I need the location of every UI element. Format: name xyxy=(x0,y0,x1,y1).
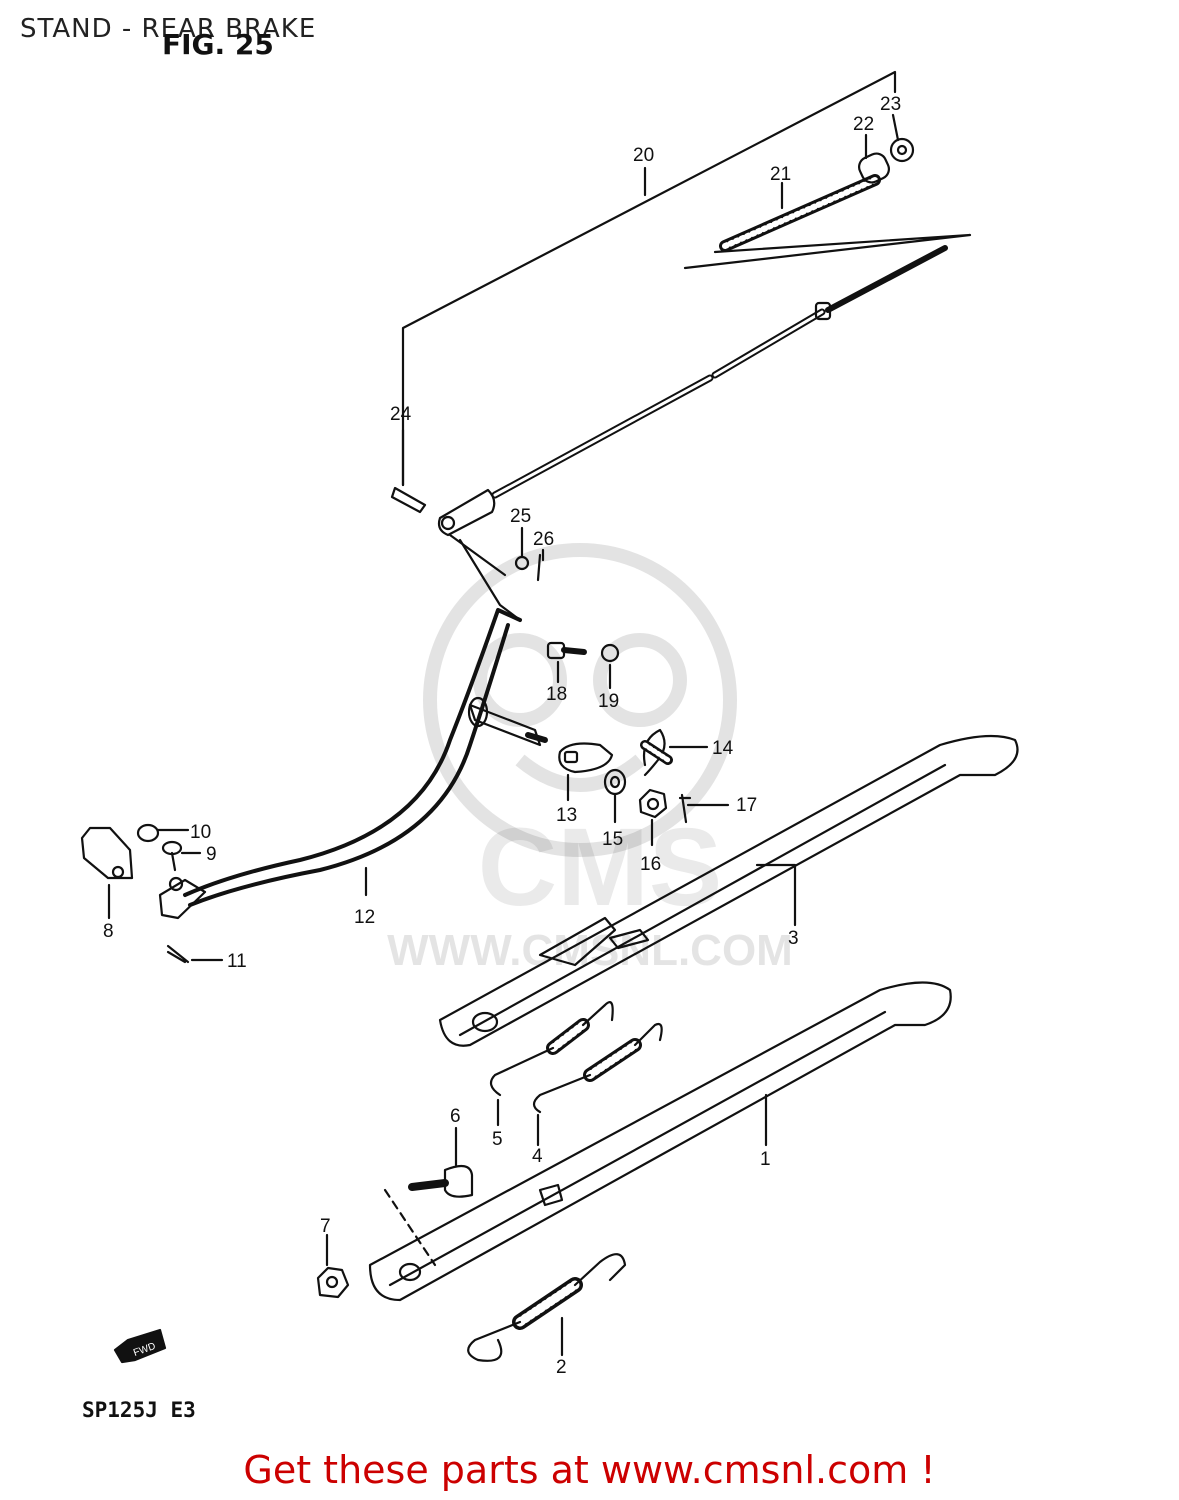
figure-number: FIG. 25 xyxy=(162,28,274,61)
promo-link[interactable]: Get these parts at www.cmsnl.com ! xyxy=(243,1448,936,1492)
callout-22: 22 xyxy=(853,114,874,135)
callout-8: 8 xyxy=(103,921,114,942)
callout-3: 3 xyxy=(788,928,799,949)
cable-clevis xyxy=(390,428,496,537)
callout-4: 4 xyxy=(532,1146,543,1167)
callout-labels: 1 2 3 4 5 6 7 8 9 10 11 12 13 14 15 16 1… xyxy=(103,94,901,1378)
callout-5: 5 xyxy=(492,1129,503,1150)
callout-26: 26 xyxy=(533,529,554,550)
nut-23 xyxy=(889,113,915,163)
callout-20: 20 xyxy=(633,145,654,166)
spring-10 xyxy=(136,823,190,843)
callout-15: 15 xyxy=(602,829,623,850)
brake-cable xyxy=(491,233,972,499)
callout-6: 6 xyxy=(450,1106,461,1127)
stand-spring-5 xyxy=(489,1001,614,1127)
callout-25: 25 xyxy=(510,506,531,527)
callout-23: 23 xyxy=(880,94,901,115)
callout-17: 17 xyxy=(736,795,757,816)
callout-13: 13 xyxy=(556,805,577,826)
callout-16: 16 xyxy=(640,854,661,875)
nut-7 xyxy=(316,1233,350,1299)
callout-11: 11 xyxy=(227,951,247,972)
callout-19: 19 xyxy=(598,691,619,712)
bolt-18 xyxy=(546,641,587,684)
washer-15 xyxy=(603,768,627,824)
model-code: SP125J E3 xyxy=(82,1398,196,1422)
callout-1: 1 xyxy=(760,1149,771,1170)
cotter-pin-11 xyxy=(166,944,224,964)
pin-9 xyxy=(161,840,202,872)
cotter-pin-26 xyxy=(536,553,542,582)
callout-14: 14 xyxy=(712,738,734,759)
return-spring-14 xyxy=(640,728,709,777)
callout-7: 7 xyxy=(320,1216,331,1237)
callout-24: 24 xyxy=(390,404,412,425)
callout-18: 18 xyxy=(546,684,567,705)
stand-spring-4 xyxy=(532,1022,663,1147)
spring-21 xyxy=(719,174,881,252)
stand-spring-2 xyxy=(467,1253,627,1362)
callout-9: 9 xyxy=(206,844,217,865)
brake-pedal-12 xyxy=(158,608,522,920)
cotter-pin-17 xyxy=(678,793,730,824)
pedal-bracket-8 xyxy=(80,826,134,920)
side-stand-3 xyxy=(438,734,1019,1047)
page-title: STAND - REAR BRAKE xyxy=(20,14,317,44)
nut-16 xyxy=(638,788,668,847)
callout-2: 2 xyxy=(556,1357,567,1378)
nut-19 xyxy=(600,643,620,690)
leader-bracket-20 xyxy=(401,70,897,487)
main-stand-1 xyxy=(368,981,952,1302)
watermark-brand: CMS xyxy=(478,806,722,929)
pivot-bolt-6 xyxy=(383,1126,474,1267)
callout-21: 21 xyxy=(770,164,791,185)
pedal-shaft xyxy=(467,696,548,747)
lever-plate-13 xyxy=(558,742,614,802)
adjust-nut-22 xyxy=(858,133,890,184)
watermark-mascot-icon xyxy=(423,543,737,857)
fwd-arrow-icon xyxy=(113,1328,167,1364)
callout-12: 12 xyxy=(354,907,375,928)
watermark xyxy=(423,543,737,857)
callout-10: 10 xyxy=(190,822,211,843)
